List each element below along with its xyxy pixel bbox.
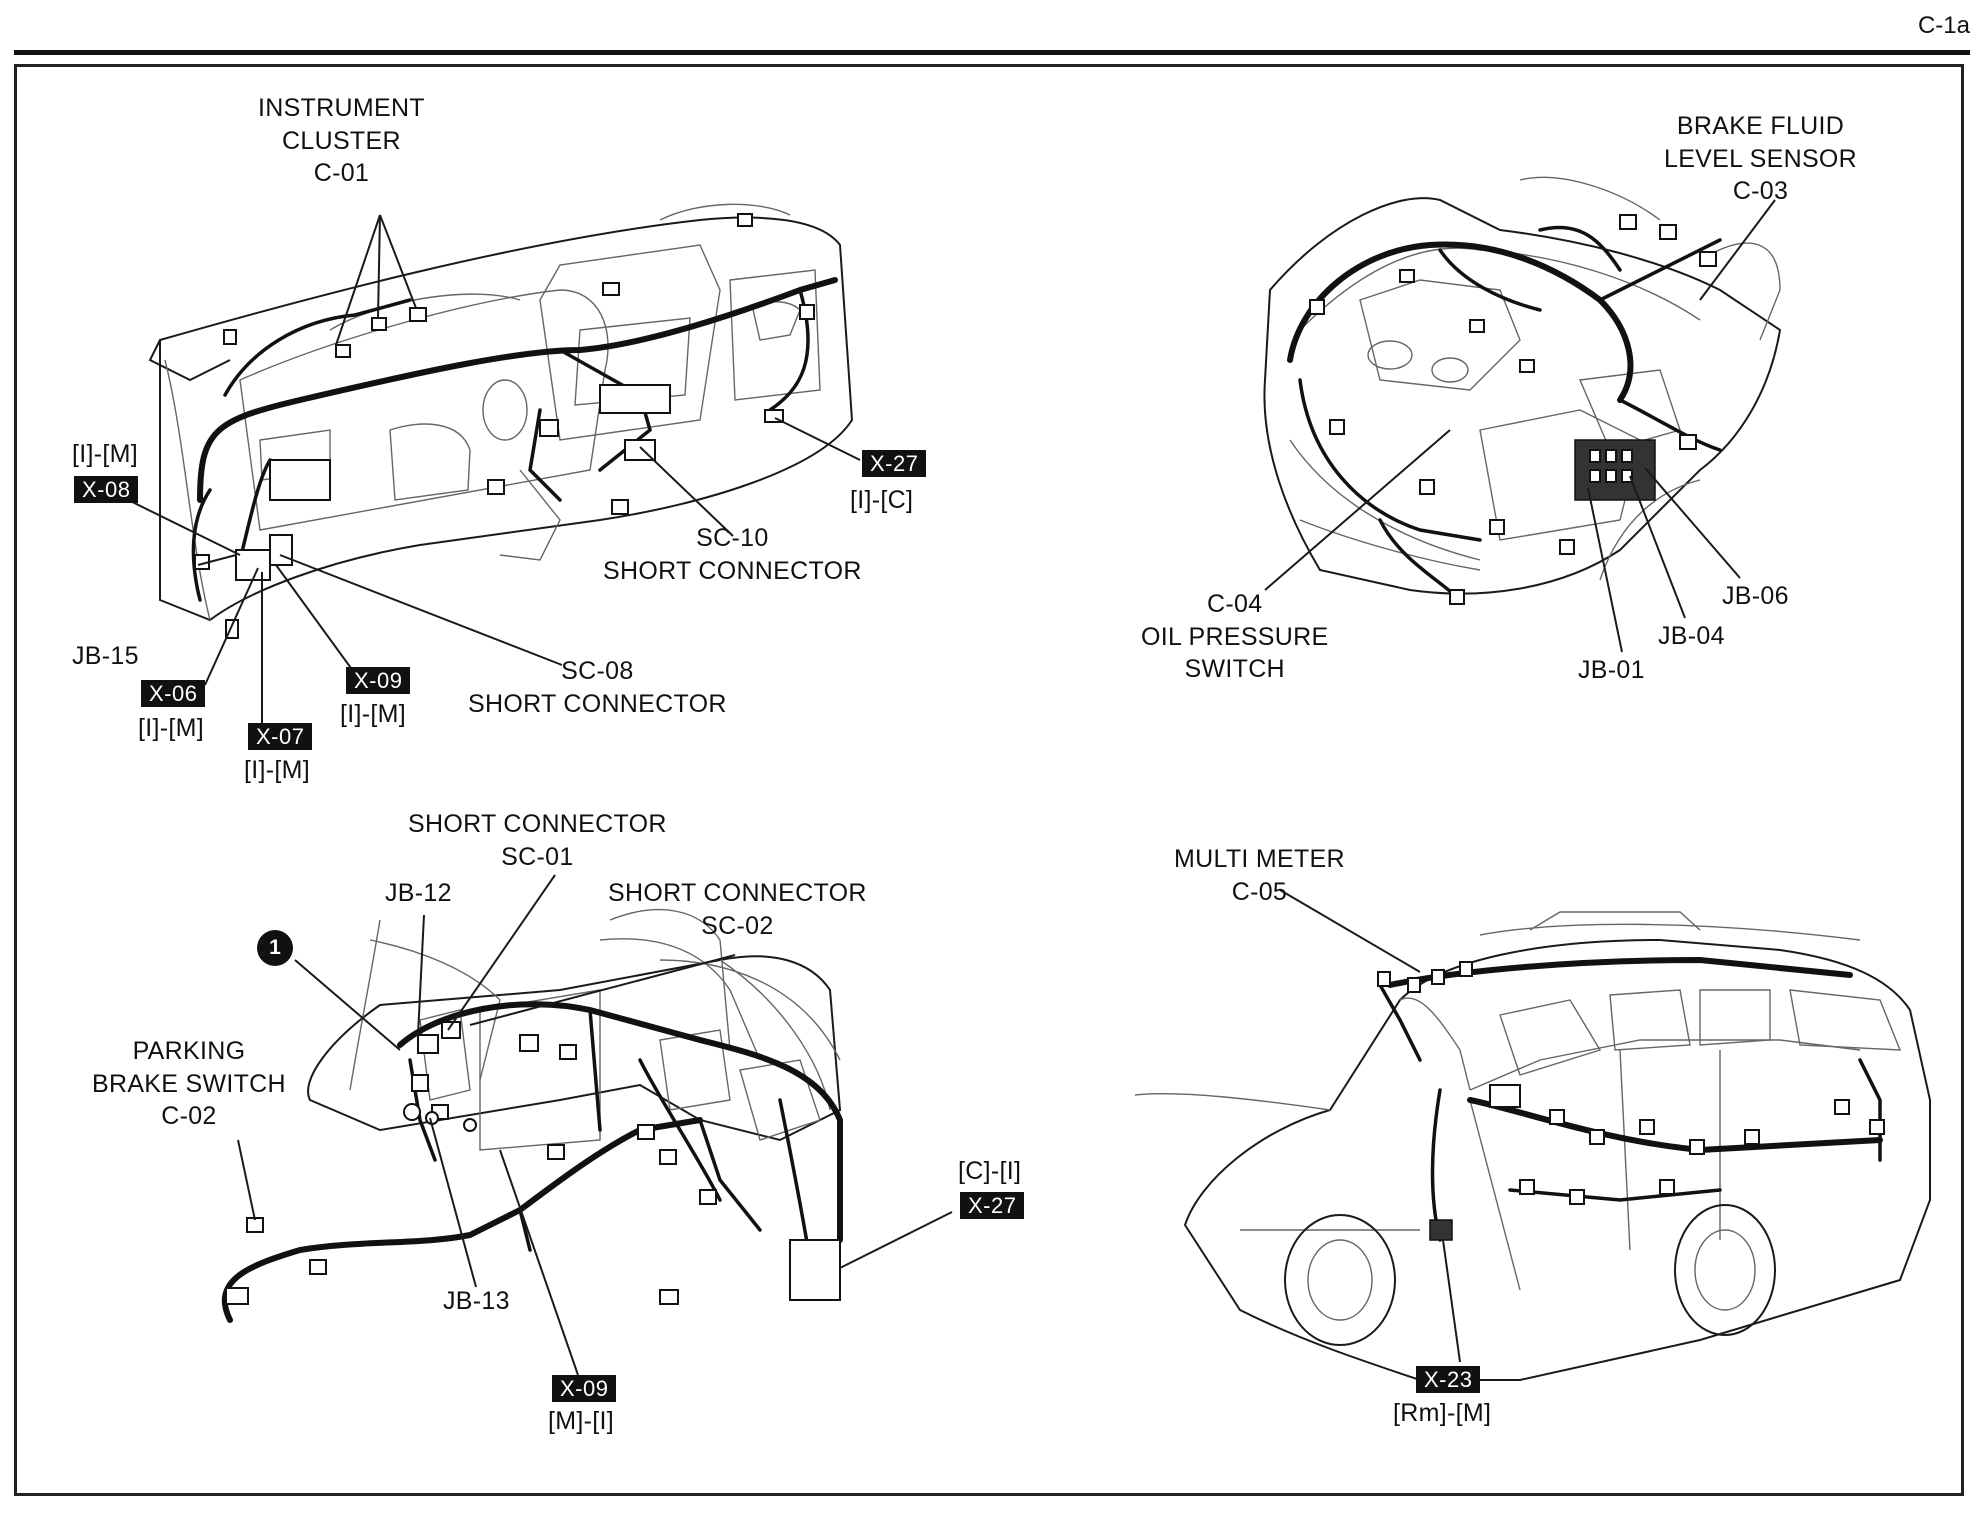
x27-connector-tag: X-27 bbox=[862, 450, 927, 478]
console-illustration bbox=[221, 908, 843, 1323]
engine-leader-lines bbox=[1264, 199, 1776, 653]
cx27-ref-label: [C]-[I] bbox=[958, 1157, 1022, 1185]
dashboard-illustration bbox=[148, 203, 854, 639]
page-code: C-1a bbox=[1917, 12, 1970, 39]
mx09-ref-label: [M]-[I] bbox=[548, 1407, 614, 1435]
x07-connector-tag: X-07 bbox=[248, 723, 313, 751]
parking-brake-switch-label: PARKING BRAKE SWITCH C-02 bbox=[92, 1037, 286, 1130]
x08-ref-label: [I]-[M] bbox=[72, 440, 138, 468]
cx27-connector-tag: X-27 bbox=[960, 1192, 1025, 1220]
sc02-label: SHORT CONNECTOR SC-02 bbox=[608, 879, 867, 940]
x07-ref-label: [I]-[M] bbox=[244, 756, 310, 784]
mx09-connector-tag: X-09 bbox=[552, 1375, 617, 1403]
x27-ref-label: [I]-[C] bbox=[850, 486, 914, 514]
oil-pressure-switch-label: C-04 OIL PRESSURE SWITCH bbox=[1141, 590, 1329, 683]
multi-meter-label: MULTI METER C-05 bbox=[1174, 845, 1345, 906]
brake-fluid-sensor-label: BRAKE FLUID LEVEL SENSOR C-03 bbox=[1664, 112, 1858, 205]
vehicle-leader-lines bbox=[1279, 889, 1461, 1363]
x09-ref-label: [I]-[M] bbox=[340, 700, 406, 728]
jb13-label: JB-13 bbox=[443, 1287, 510, 1315]
jb01-label: JB-01 bbox=[1578, 656, 1645, 684]
jb15-label: JB-15 bbox=[72, 642, 139, 670]
dashboard-leader-lines bbox=[117, 214, 861, 725]
instrument-cluster-label: INSTRUMENT CLUSTER C-01 bbox=[258, 94, 425, 187]
x23-connector-tag: X-23 bbox=[1416, 1366, 1481, 1394]
jb06-label: JB-06 bbox=[1722, 582, 1789, 610]
sc01-label: SHORT CONNECTOR SC-01 bbox=[408, 810, 667, 871]
x08-connector-tag: X-08 bbox=[74, 476, 139, 504]
x09-connector-tag: X-09 bbox=[346, 667, 411, 695]
header-rule bbox=[14, 50, 1970, 55]
x06-connector-tag: X-06 bbox=[141, 680, 206, 708]
engine-compartment-illustration bbox=[1263, 176, 1782, 605]
x06-ref-label: [I]-[M] bbox=[138, 714, 204, 742]
sc10-label: SC-10 SHORT CONNECTOR bbox=[603, 524, 862, 585]
jb04-label: JB-04 bbox=[1658, 622, 1725, 650]
x23-ref-label: [Rm]-[M] bbox=[1393, 1399, 1492, 1427]
console-leader-lines bbox=[237, 874, 953, 1376]
callout-number-badge: 1 bbox=[257, 930, 293, 966]
jb12-label: JB-12 bbox=[385, 879, 452, 907]
diagram-frame bbox=[14, 64, 1964, 1496]
vehicle-illustration bbox=[1134, 911, 1931, 1381]
sc08-label: SC-08 SHORT CONNECTOR bbox=[468, 657, 727, 718]
